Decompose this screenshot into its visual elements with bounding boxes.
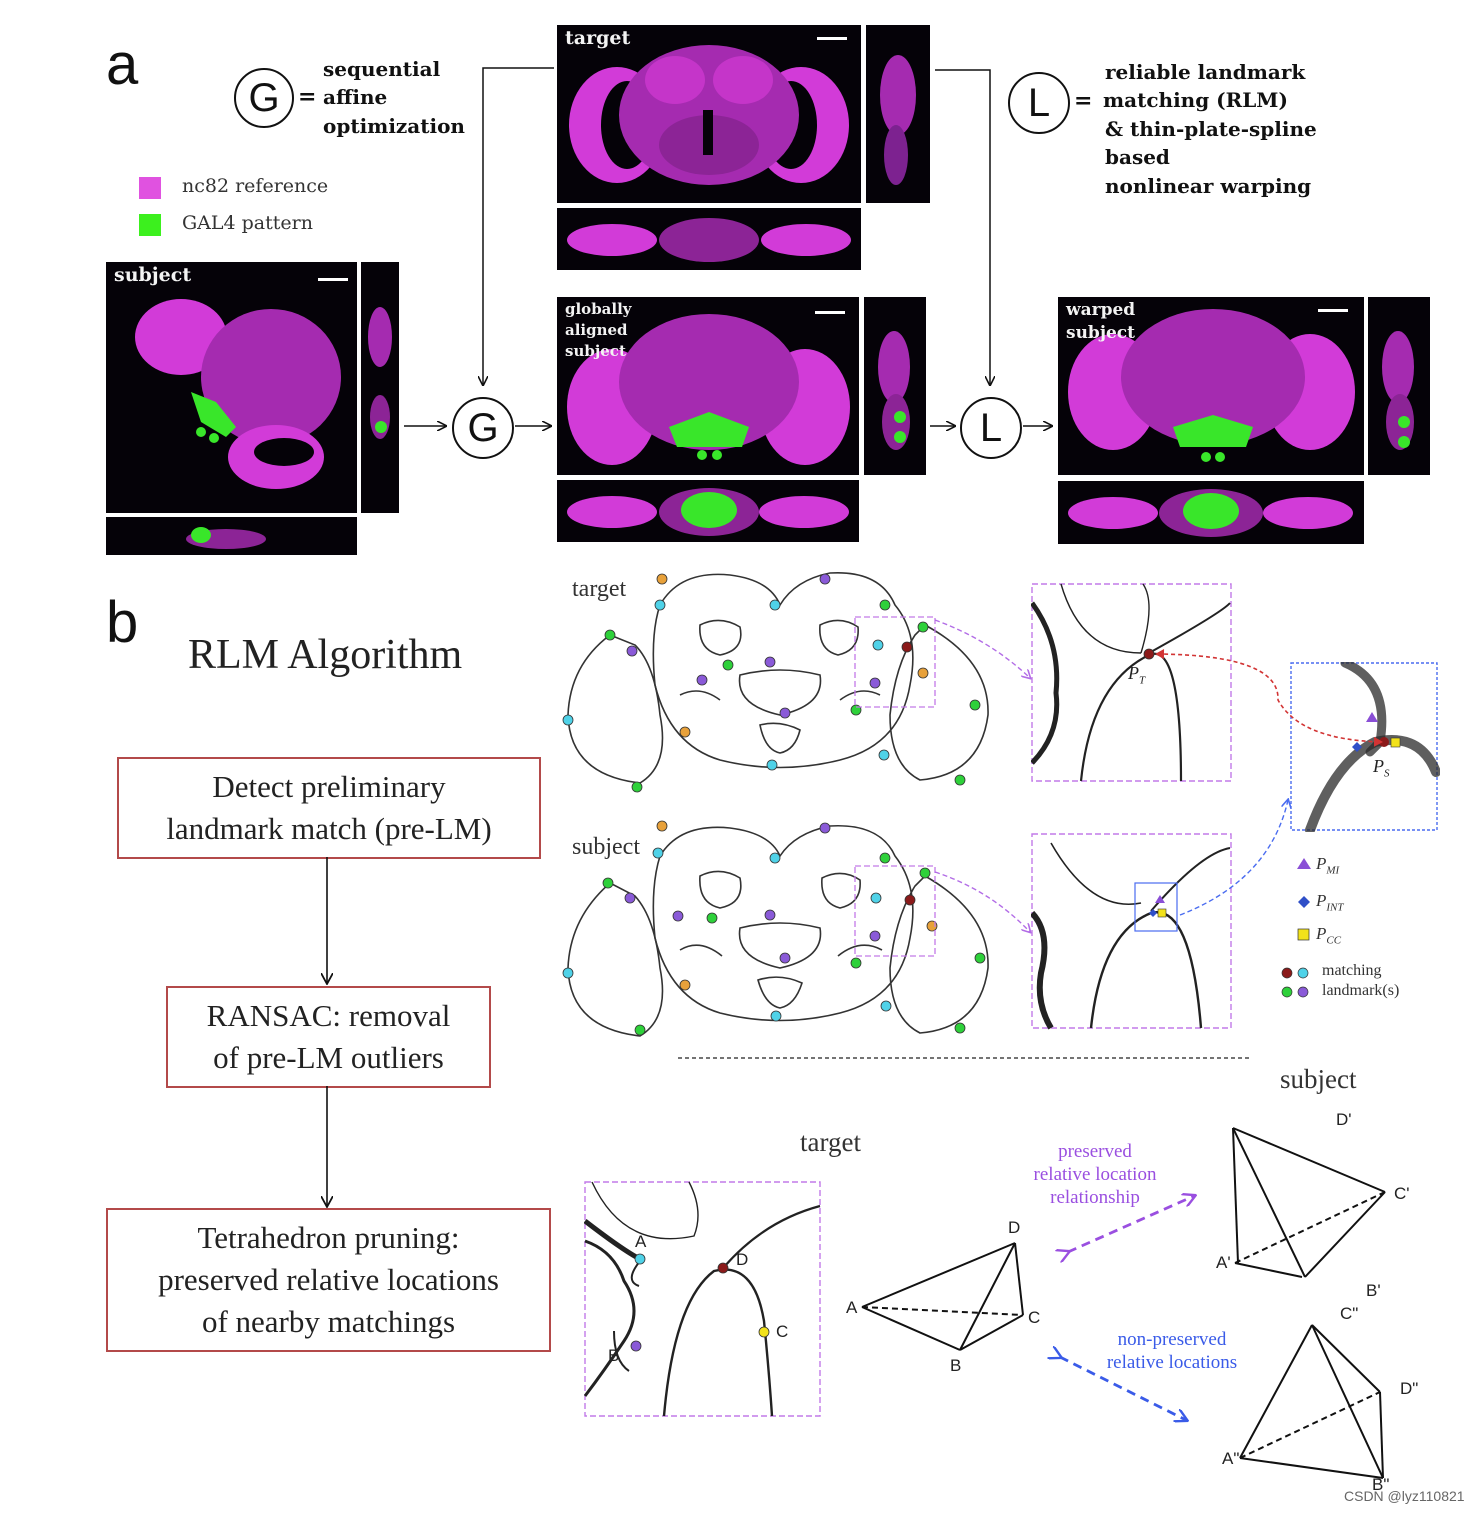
step-tetrahedron-pruning: Tetrahedron pruning: preserved relative …	[106, 1208, 551, 1352]
subject-brain-render	[135, 299, 341, 489]
ps-label: PS	[1373, 756, 1390, 780]
pt-label: PT	[1128, 663, 1146, 687]
flowchart-arrows	[298, 857, 358, 1215]
zoom-subject-box	[1031, 833, 1232, 1030]
square-icon	[1297, 928, 1310, 941]
point-d-label: D	[736, 1250, 749, 1269]
tetra-d-dprime-label: D"	[1400, 1379, 1419, 1398]
l-equals: =	[1074, 88, 1093, 114]
tetra-d-label: D	[1008, 1218, 1021, 1237]
scale-bar	[817, 37, 847, 40]
g-description-line3: optimization	[323, 114, 465, 138]
legend-swatch-nc82	[139, 177, 161, 199]
legend-pint: PINT	[1316, 891, 1344, 914]
l-description-line5: nonlinear warping	[1105, 174, 1312, 198]
landmark-legend-dots	[1281, 967, 1309, 998]
l-description-line1: reliable landmark	[1105, 60, 1306, 84]
warped-subject-label: warped subject	[1066, 300, 1136, 343]
tetrahedra-diagrams	[861, 1127, 1386, 1479]
scale-bar	[815, 311, 845, 314]
g-equals: =	[298, 84, 317, 110]
subject-line-brain	[562, 820, 989, 1037]
rlm-algorithm-title: RLM Algorithm	[188, 632, 463, 678]
g-symbol-circle: G	[234, 68, 294, 128]
step-detect-pre-lm: Detect preliminary landmark match (pre-L…	[117, 757, 541, 859]
target-brain-image: target	[557, 25, 861, 203]
landmark-legend-line2: landmark(s)	[1322, 982, 1400, 999]
g-description-line1: sequential	[323, 57, 441, 81]
panel-a-letter: a	[106, 32, 139, 97]
diamond-icon	[1298, 896, 1310, 908]
subject-bottom-view	[106, 517, 357, 555]
scale-bar	[1318, 309, 1348, 312]
tetra-c-dprime-label: C"	[1340, 1304, 1359, 1323]
globally-aligned-side-view	[864, 297, 926, 475]
globally-aligned-bottom-view	[557, 480, 859, 542]
triangle-icon	[1297, 858, 1311, 869]
watermark: CSDN @lyz110821	[1344, 1488, 1465, 1504]
legend-swatch-gal4	[139, 214, 161, 236]
tetra-c-prime-label: C'	[1394, 1184, 1410, 1203]
target-side-view	[866, 25, 930, 203]
upper-subject-label: subject	[572, 834, 640, 860]
l-symbol-circle: L	[1008, 72, 1070, 134]
warped-subject-image: warped subject	[1058, 297, 1364, 475]
tetra-a-dprime-label: A"	[1222, 1449, 1240, 1468]
point-c-label: C	[776, 1322, 789, 1341]
tetra-b-prime-label: B'	[1366, 1281, 1381, 1300]
lower-subject-label: subject	[1280, 1064, 1357, 1094]
globally-aligned-render	[567, 314, 850, 465]
panel-a-arrows	[404, 67, 1483, 560]
landmark-legend-line1: matching	[1322, 962, 1382, 979]
subject-brain-image: subject	[106, 262, 357, 513]
l-description-line2: matching (RLM)	[1103, 88, 1288, 112]
legend-label-gal4: GAL4 pattern	[182, 212, 313, 234]
warped-subject-render	[1068, 309, 1355, 462]
point-b-label: B	[608, 1346, 620, 1365]
point-a-label: A	[635, 1232, 647, 1251]
globally-aligned-label: globally aligned subject	[565, 300, 632, 360]
globally-aligned-image: globally aligned subject	[557, 297, 859, 475]
nonpreserved-relationship-text: non-preserved relative locations	[1106, 1329, 1238, 1373]
warped-bottom-view	[1058, 481, 1364, 544]
upper-target-label: target	[572, 576, 627, 602]
upper-connector-arrows	[678, 619, 1383, 1059]
tetra-d-prime-label: D'	[1336, 1110, 1352, 1129]
target-line-brain	[562, 571, 989, 793]
legend-pmi: PMI	[1316, 854, 1340, 877]
target-image-label: target	[565, 27, 631, 49]
tetra-a-prime-label: A'	[1216, 1253, 1231, 1272]
lower-target-label: target	[800, 1127, 861, 1157]
target-brain-render	[569, 45, 849, 185]
g-operator-circle: G	[452, 397, 514, 459]
scale-bar	[318, 278, 348, 281]
tetra-b-label: B	[950, 1356, 962, 1375]
target-bottom-view	[557, 208, 861, 270]
tetra-a-label: A	[846, 1298, 858, 1317]
legend-label-nc82: nc82 reference	[182, 175, 329, 197]
l-description-line4: based	[1105, 145, 1170, 169]
l-operator-circle: L	[960, 397, 1022, 459]
tetra-c-label: C	[1028, 1308, 1041, 1327]
lower-target-zoom	[584, 1181, 821, 1417]
subject-image-label: subject	[114, 264, 192, 286]
preserved-relationship-text: preserved relative location relationship	[1033, 1141, 1157, 1208]
point-legend-symbols	[1297, 858, 1311, 941]
g-description-line2: affine	[323, 85, 388, 109]
warped-side-view	[1368, 297, 1430, 475]
panel-b-letter: b	[106, 590, 139, 655]
subject-side-view	[361, 262, 399, 513]
step-ransac: RANSAC: removal of pre-LM outliers	[166, 986, 491, 1088]
legend-pcc: PCC	[1316, 924, 1342, 947]
tetra-b-dprime-label: B"	[1372, 1475, 1390, 1494]
l-description-line3: & thin-plate-spline	[1105, 117, 1317, 141]
